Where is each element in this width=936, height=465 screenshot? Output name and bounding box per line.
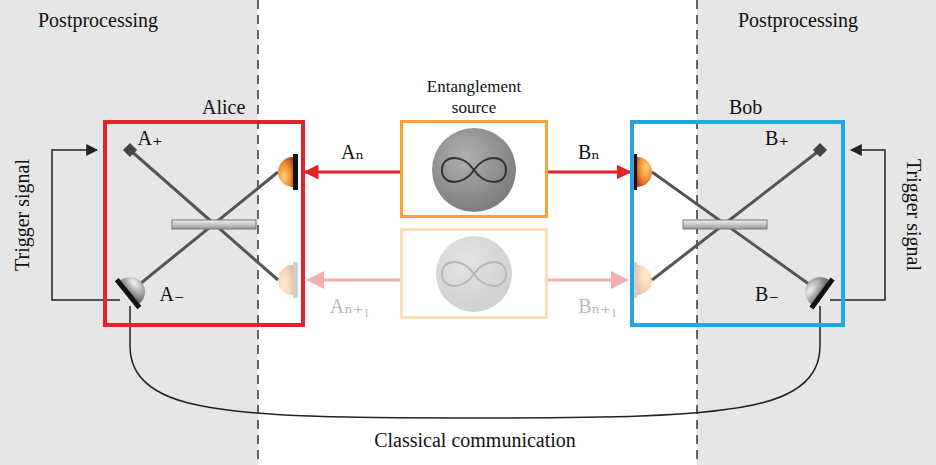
detector xyxy=(797,269,834,310)
beam-path xyxy=(652,150,820,280)
separator-line xyxy=(257,0,259,465)
beam-path xyxy=(652,172,820,292)
photon-arrow xyxy=(548,171,630,174)
source-box: Entanglement source xyxy=(400,120,548,218)
faded-mode-label: Aₙ₊₁ xyxy=(330,294,371,318)
infinity-symbol xyxy=(442,158,506,182)
beam-path xyxy=(130,150,278,280)
detector xyxy=(632,154,652,190)
mode-label: Bₙ xyxy=(575,140,603,164)
signal-label: Trigger signal xyxy=(10,159,34,271)
photon-arrow xyxy=(305,171,400,174)
trigger-wire xyxy=(52,150,120,300)
communication-line xyxy=(130,327,820,418)
port-label: B₊ xyxy=(765,126,789,150)
band-heading: Postprocessing xyxy=(738,8,858,32)
box-heading: Alice xyxy=(202,95,245,119)
diamond-port xyxy=(123,143,137,157)
detector xyxy=(115,269,153,310)
port-label: B₋ xyxy=(755,282,779,306)
faded-detector xyxy=(632,262,652,298)
faded-photon-path xyxy=(308,279,400,282)
communication-wire xyxy=(129,306,131,327)
separator-line xyxy=(696,0,698,465)
band-heading: Postprocessing xyxy=(38,8,158,32)
postprocessing-band: Postprocessing xyxy=(0,0,258,465)
mode-label: Aₙ xyxy=(338,140,367,164)
port-label: A₋ xyxy=(160,282,185,306)
signal-label: Trigger signal xyxy=(902,159,926,271)
party-box: Bob xyxy=(630,120,845,327)
postprocessing-band: Postprocessing xyxy=(697,0,936,465)
diamond-port xyxy=(813,143,827,157)
beam-splitter xyxy=(683,220,767,229)
port-label: A₊ xyxy=(138,126,163,150)
faded-mode-label: Bₙ₊₁ xyxy=(578,294,618,318)
communication-wire xyxy=(819,306,821,327)
beam-splitter xyxy=(172,220,256,229)
source-crystal xyxy=(432,128,516,212)
faded-source xyxy=(402,230,547,318)
trigger-wire xyxy=(830,150,885,300)
faded-detector xyxy=(278,262,298,298)
beam-path xyxy=(130,172,278,292)
faded-photon-path xyxy=(548,279,627,282)
detector xyxy=(278,154,298,190)
box-heading: Entanglement source xyxy=(414,77,534,118)
party-box: Alice xyxy=(103,120,305,327)
link-label: Classical communication xyxy=(371,428,579,452)
box-heading: Bob xyxy=(729,95,762,119)
